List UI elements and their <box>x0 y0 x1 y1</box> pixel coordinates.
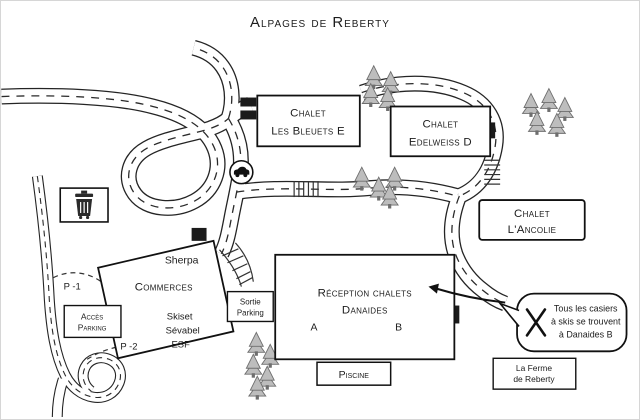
callout-arrow <box>436 287 506 304</box>
sortie-parking-label-2: Parking <box>237 308 264 317</box>
entrance-marker <box>240 110 257 120</box>
parking-level-1-label: P -1 <box>64 282 81 293</box>
crossed-skis-icon <box>525 308 547 337</box>
sortie-parking-label-1: Sortie <box>240 298 261 307</box>
piscine-label: Piscine <box>339 370 370 381</box>
car-icon <box>229 159 254 185</box>
chalet-edelweiss-name: Edelweiss D <box>409 136 472 148</box>
entrance-marker <box>240 97 257 107</box>
sortie-parking-outline <box>226 290 274 323</box>
parking-level-2-label: P -2 <box>120 341 137 352</box>
chalet-les-bleuets-name: Les Bleuets E <box>271 125 345 137</box>
building-piscine: Piscine <box>316 361 392 386</box>
pine-tree-icon <box>381 71 400 96</box>
tenant-esf-label: ESF <box>171 339 190 350</box>
tenant-sevabel-label: Sévabel <box>166 325 200 336</box>
crosswalk-marks <box>293 181 319 198</box>
callout-arrowhead <box>428 283 439 294</box>
chalet-ancolie-name: L'Ancolie <box>508 224 557 236</box>
building-commerces: Sherpa Commerces Skiset Sévabel ESF <box>96 239 235 360</box>
piscine-outline <box>316 361 392 386</box>
chalet-edelweiss-outline <box>389 105 492 158</box>
building-chalet-ancolie: Chalet L'Ancolie <box>478 199 586 241</box>
la-ferme-outline <box>492 357 577 390</box>
pine-tree-icon <box>247 331 266 357</box>
building-chalet-les-bleuets: Chalet Les Bleuets E <box>256 94 361 148</box>
building-la-ferme: La Ferme de Reberty <box>492 357 577 390</box>
crosswalk-marks <box>484 159 501 185</box>
reception-danaides-outline <box>274 253 456 361</box>
building-chalet-edelweiss: Chalet Edelweiss D <box>389 105 492 158</box>
waste-bin-icon <box>59 187 109 223</box>
acces-parking-label-1: Accès <box>81 311 103 321</box>
pine-tree-icon <box>244 353 263 379</box>
chalet-les-bleuets-outline <box>256 94 361 148</box>
callout-text-line-3: à Danaides B <box>559 329 613 339</box>
danaides-unit-a-label: A <box>311 322 318 333</box>
callout-bubble-tail <box>497 301 520 327</box>
building-acces-parking: Accès Parking <box>63 304 122 339</box>
entrance-marker <box>191 227 207 241</box>
pine-tree-icon <box>539 88 558 113</box>
acces-parking-label-2: Parking <box>78 322 107 332</box>
commerces-label: Commerces <box>135 282 193 294</box>
danaides-label: Danaides <box>342 305 388 317</box>
callout-text-line-1: Tous les casiers <box>554 304 618 314</box>
page-title: Alpages de Reberty <box>250 14 390 31</box>
building-reception-danaides: Réception chalets Danaides A B <box>274 253 456 361</box>
la-ferme-label-2: de Reberty <box>513 374 555 384</box>
chalet-edelweiss-label: Chalet <box>423 118 459 130</box>
acces-parking-outline <box>63 304 122 339</box>
chalet-les-bleuets-label: Chalet <box>290 107 326 119</box>
pine-tree-icon <box>364 65 383 90</box>
danaides-unit-b-label: B <box>395 322 402 333</box>
chalet-ancolie-label: Chalet <box>514 208 550 220</box>
pine-tree-icon <box>352 166 371 192</box>
sherpa-label: Sherpa <box>165 256 199 267</box>
stairs-to-parking-exit <box>219 242 254 287</box>
building-sortie-parking: Sortie Parking <box>226 290 274 323</box>
la-ferme-label-1: La Ferme <box>516 363 552 373</box>
tenant-skiset-label: Skiset <box>167 311 193 322</box>
chalet-ancolie-outline <box>478 199 586 241</box>
reception-label: Réception chalets <box>318 288 412 300</box>
callout-text-line-2: à skis se trouvent <box>551 316 621 326</box>
ski-lockers-callout: Tous les casiers à skis se trouvent à Da… <box>428 283 628 353</box>
